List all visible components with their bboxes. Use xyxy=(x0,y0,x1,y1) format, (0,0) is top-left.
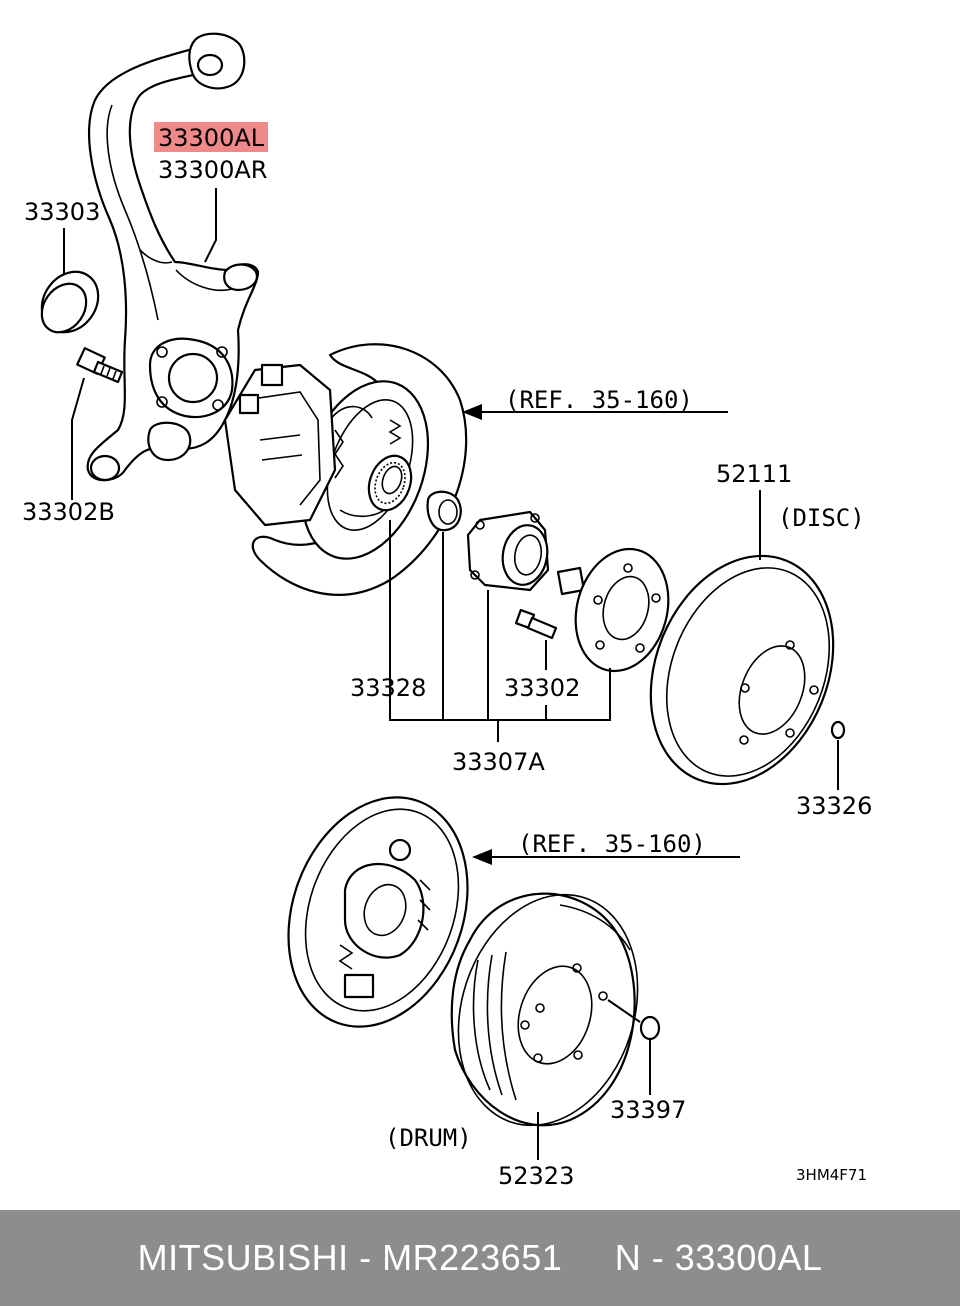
brake-drum-part xyxy=(450,892,639,1127)
drum-backing-plate xyxy=(287,796,469,1028)
abs-ring-part xyxy=(367,454,413,512)
leader-33302b xyxy=(71,377,85,500)
label-ref-drum: (REF. 35-160) xyxy=(518,830,706,858)
brake-disc-part xyxy=(649,554,835,786)
bolt-33302b xyxy=(76,347,124,384)
label-33300ar: 33300AR xyxy=(158,156,267,184)
label-52323: 52323 xyxy=(498,1162,574,1190)
label-disc: (DISC) xyxy=(778,504,865,532)
hub-bearing-part xyxy=(466,510,550,592)
hub-cap-part xyxy=(426,490,462,532)
highlight-box xyxy=(154,122,268,152)
arrow-ref-drum xyxy=(472,849,492,865)
knuckle-part xyxy=(86,32,260,482)
label-33326: 33326 xyxy=(796,792,872,820)
ring-33397 xyxy=(639,1015,661,1041)
label-33303: 33303 xyxy=(24,198,100,226)
footer-bar: MITSUBISHI - MR223651 N - 33300AL xyxy=(0,1210,960,1306)
label-33302: 33302 xyxy=(504,674,580,702)
hub-flange-part xyxy=(556,547,670,673)
label-33397: 33397 xyxy=(610,1096,686,1124)
parts-diagram: 33300AL 33300AR 33303 33302B xyxy=(22,32,872,1190)
bolt-33302 xyxy=(514,608,558,640)
label-33328: 33328 xyxy=(350,674,426,702)
label-52111: 52111 xyxy=(716,460,792,488)
washer-33326 xyxy=(830,720,846,740)
label-33302b: 33302B xyxy=(22,498,115,526)
label-33307a: 33307A xyxy=(452,748,545,776)
leader-33397-a xyxy=(607,999,641,1023)
arrow-ref-disc xyxy=(462,404,482,420)
diagram-svg: 33300AL 33300AR 33303 33302B xyxy=(22,32,872,1190)
leader-33307a-frame xyxy=(389,520,611,721)
footer-part-info: MITSUBISHI - MR223651 N - 33300AL xyxy=(137,1237,823,1278)
leader-33300 xyxy=(204,188,217,263)
label-33300al: 33300AL xyxy=(158,124,265,152)
label-ref-disc: (REF. 35-160) xyxy=(505,386,693,414)
caliper-part xyxy=(223,363,337,527)
dust-ring-part xyxy=(40,270,100,334)
diagram-code: 3HM4F71 xyxy=(796,1166,867,1184)
label-drum: (DRUM) xyxy=(385,1124,472,1152)
